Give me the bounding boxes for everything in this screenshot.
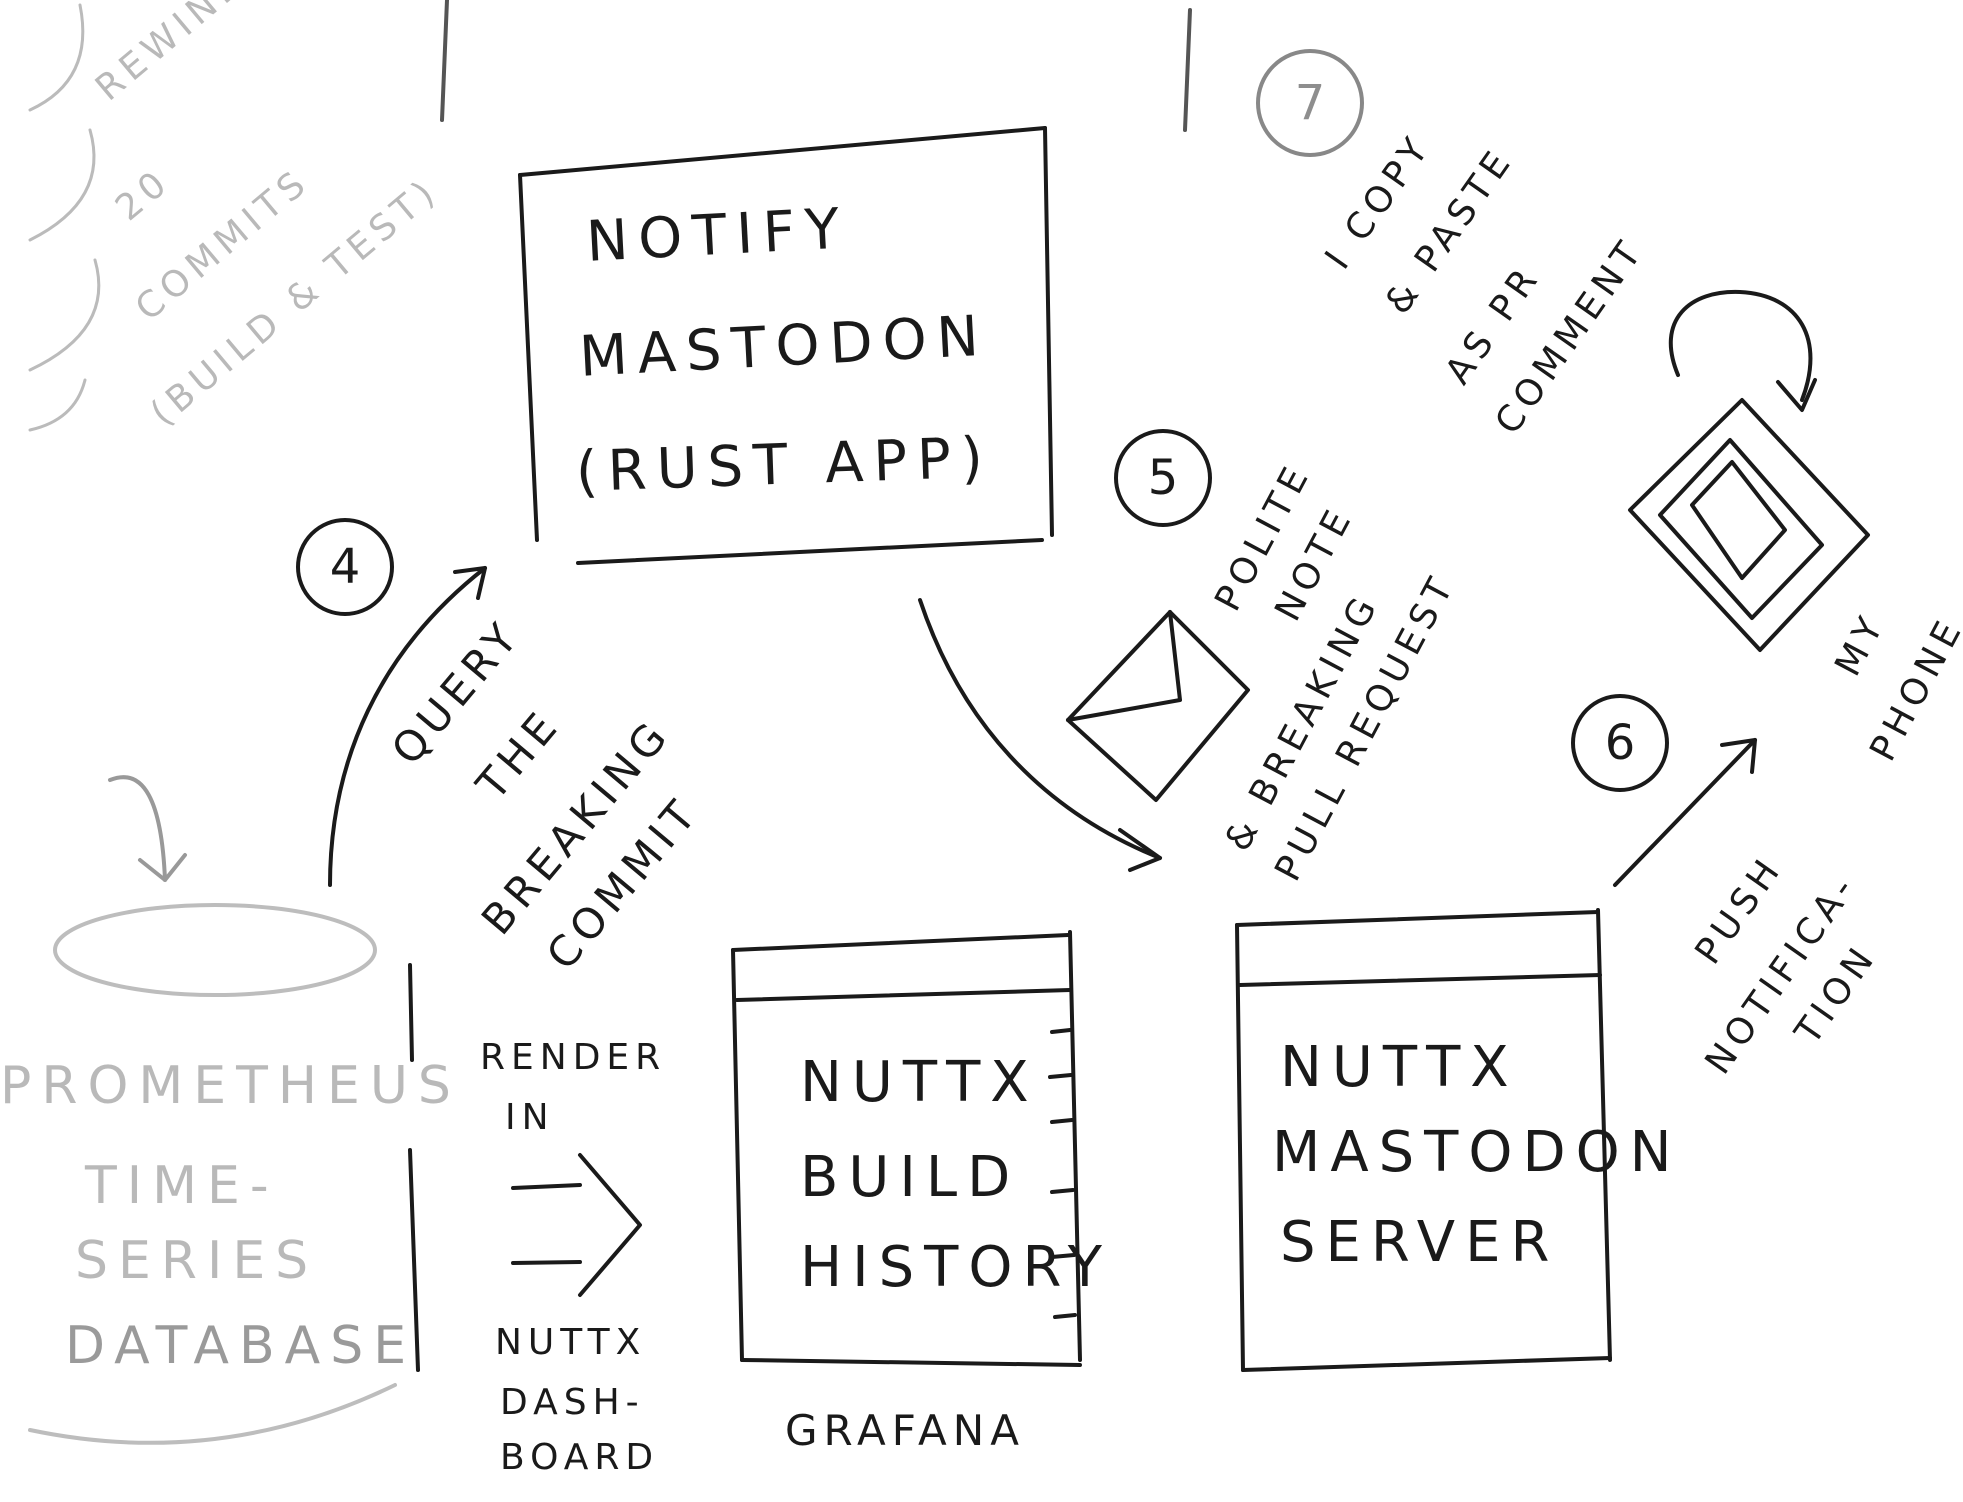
copy-paste-arrow [1668,289,1817,412]
grafana-panel-line-2: BUILD [800,1145,1021,1210]
mastodon-server-line-2: MASTODON [1272,1120,1682,1185]
top-divider-right [1183,8,1192,132]
step-7-number: 7 [1294,75,1326,131]
grafana-panel [731,930,1082,1367]
grafana-panel-line-1: NUTTX [800,1050,1039,1115]
query-arrow [328,566,487,887]
database-line-2: TIME- [85,1156,279,1216]
dashboard-label-line-3: BOARD [500,1437,660,1478]
push-notification-arrow [1613,738,1757,887]
database-cylinder [28,903,420,1445]
database-line-3: SERIES [75,1231,319,1291]
step-6-number: 6 [1604,715,1636,771]
step-6-circle [1571,694,1669,792]
notify-app-line-1: NOTIFY [584,196,851,275]
notify-app-line-3: (RUST APP) [574,425,994,505]
render-label-line-2: IN [505,1097,555,1138]
rewind-arcs [28,3,101,432]
step-7-circle [1256,49,1364,157]
step-4-number: 4 [329,539,361,595]
render-label-line-1: RENDER [480,1037,667,1078]
render-arrow [511,1153,642,1297]
dashboard-label-line-1: NUTTX [495,1322,647,1363]
envelope-icon [1066,610,1250,802]
database-line-4: DATABASE [65,1316,417,1376]
db-incoming-arrow [108,775,187,882]
dashboard-label-line-2: DASH- [500,1382,645,1423]
mastodon-server-line-1: NUTTX [1280,1035,1519,1100]
step-5-number: 5 [1147,450,1179,506]
grafana-panel-line-3: HISTORY [800,1235,1112,1300]
notify-to-server-arrow [918,598,1162,872]
top-divider-left [440,0,449,122]
grafana-caption: GRAFANA [785,1406,1025,1455]
step-4-circle [296,518,394,616]
mastodon-server-panel [1235,908,1612,1372]
step-5-circle [1114,429,1212,527]
mastodon-server-line-3: SERVER [1280,1210,1560,1275]
phone-icon [1628,398,1870,652]
notify-app-box [518,126,1054,565]
database-line-1: PROMETHEUS [0,1056,461,1116]
